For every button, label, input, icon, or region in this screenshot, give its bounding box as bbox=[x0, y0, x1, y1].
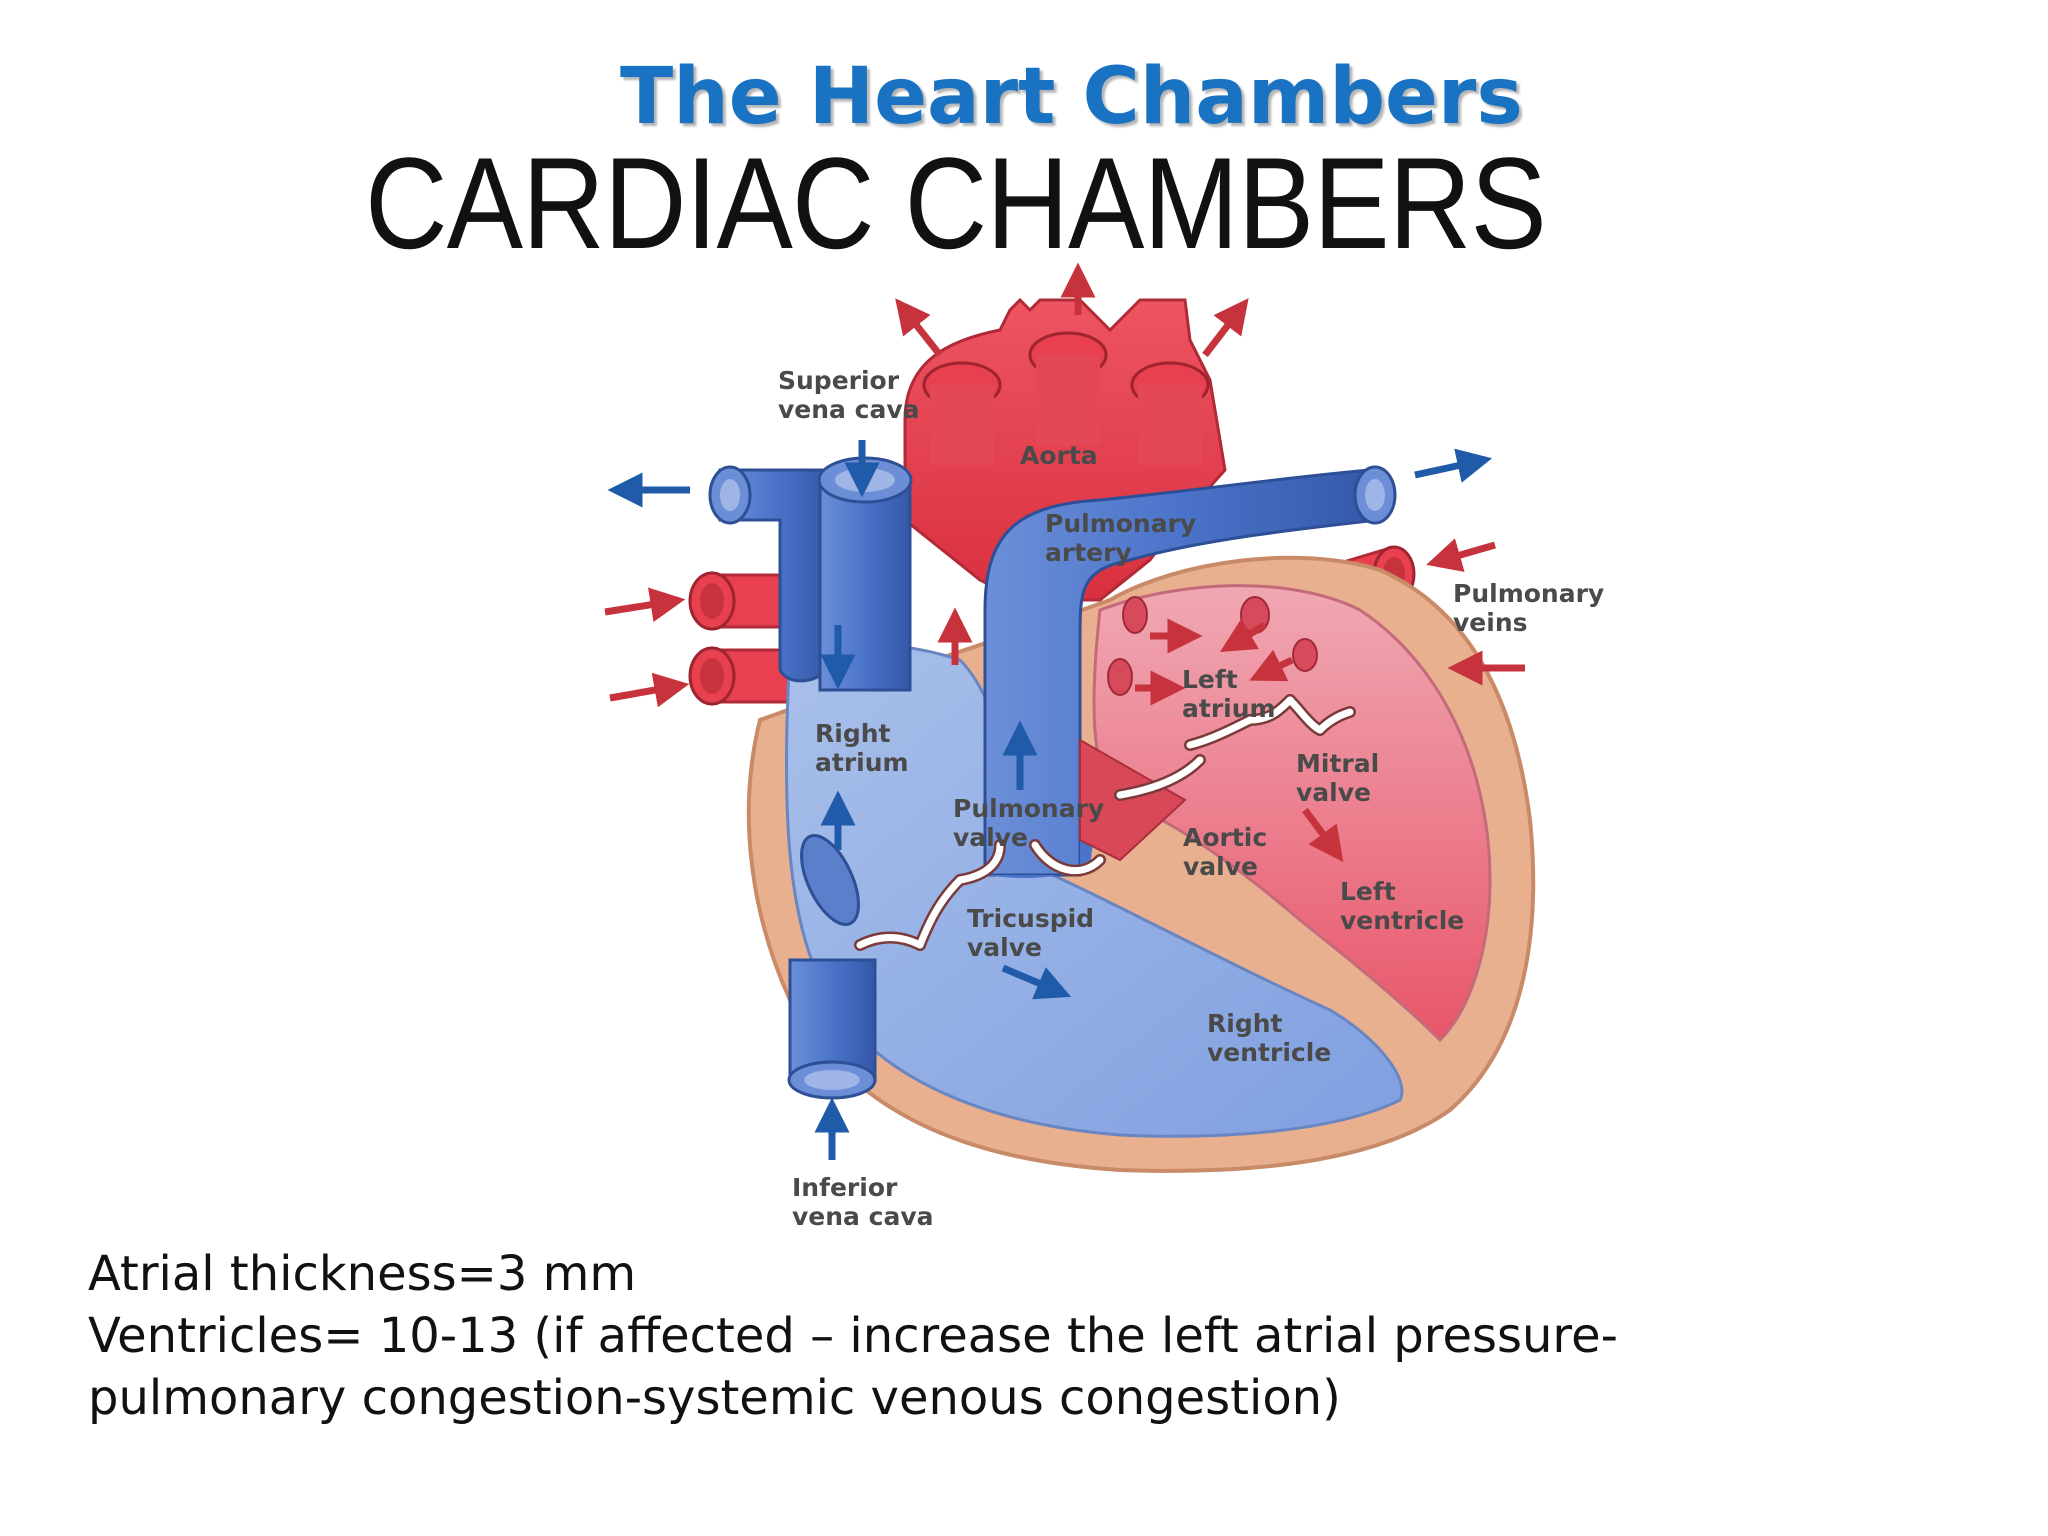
superior-vena-cava bbox=[708, 456, 913, 692]
inferior-vena-cava bbox=[787, 958, 877, 1100]
label-superior-vena-cava: Superior vena cava bbox=[778, 366, 919, 424]
label-left-ventricle: Left ventricle bbox=[1340, 877, 1464, 935]
note-ventricles: Ventricles= 10-13 (if affected – increas… bbox=[88, 1308, 1618, 1364]
notes: Atrial thickness=3 mm Ventricles= 10-13 … bbox=[88, 1243, 1988, 1429]
label-left-atrium: Left atrium bbox=[1182, 665, 1276, 723]
label-inferior-vena-cava: Inferior vena cava bbox=[792, 1173, 933, 1231]
aorta bbox=[903, 297, 1227, 602]
main-title: CARDIAC CHAMBERS bbox=[365, 130, 1547, 276]
septum bbox=[1079, 738, 1187, 862]
note-atrial-thickness: Atrial thickness=3 mm bbox=[88, 1246, 637, 1302]
label-right-atrium: Right atrium bbox=[815, 719, 909, 777]
label-tricuspid-valve: Tricuspid valve bbox=[967, 904, 1103, 962]
label-mitral-valve: Mitral valve bbox=[1296, 749, 1388, 807]
label-pulmonary-valve: Pulmonary valve bbox=[953, 794, 1113, 852]
flow-arrows-blue bbox=[607, 440, 1493, 1160]
coronary-sinus-opening bbox=[800, 834, 860, 926]
label-aortic-valve: Aortic valve bbox=[1183, 823, 1276, 881]
header-title: The Heart Chambers bbox=[620, 52, 1523, 142]
label-pulmonary-veins: Pulmonary veins bbox=[1453, 579, 1613, 637]
label-pulmonary-artery: Pulmonary artery bbox=[1045, 509, 1205, 567]
flow-arrows-red bbox=[604, 262, 1525, 863]
label-right-ventricle: Right ventricle bbox=[1207, 1009, 1331, 1067]
label-aorta: Aorta bbox=[1020, 441, 1098, 470]
note-congestion: pulmonary congestion-systemic venous con… bbox=[88, 1370, 1341, 1426]
